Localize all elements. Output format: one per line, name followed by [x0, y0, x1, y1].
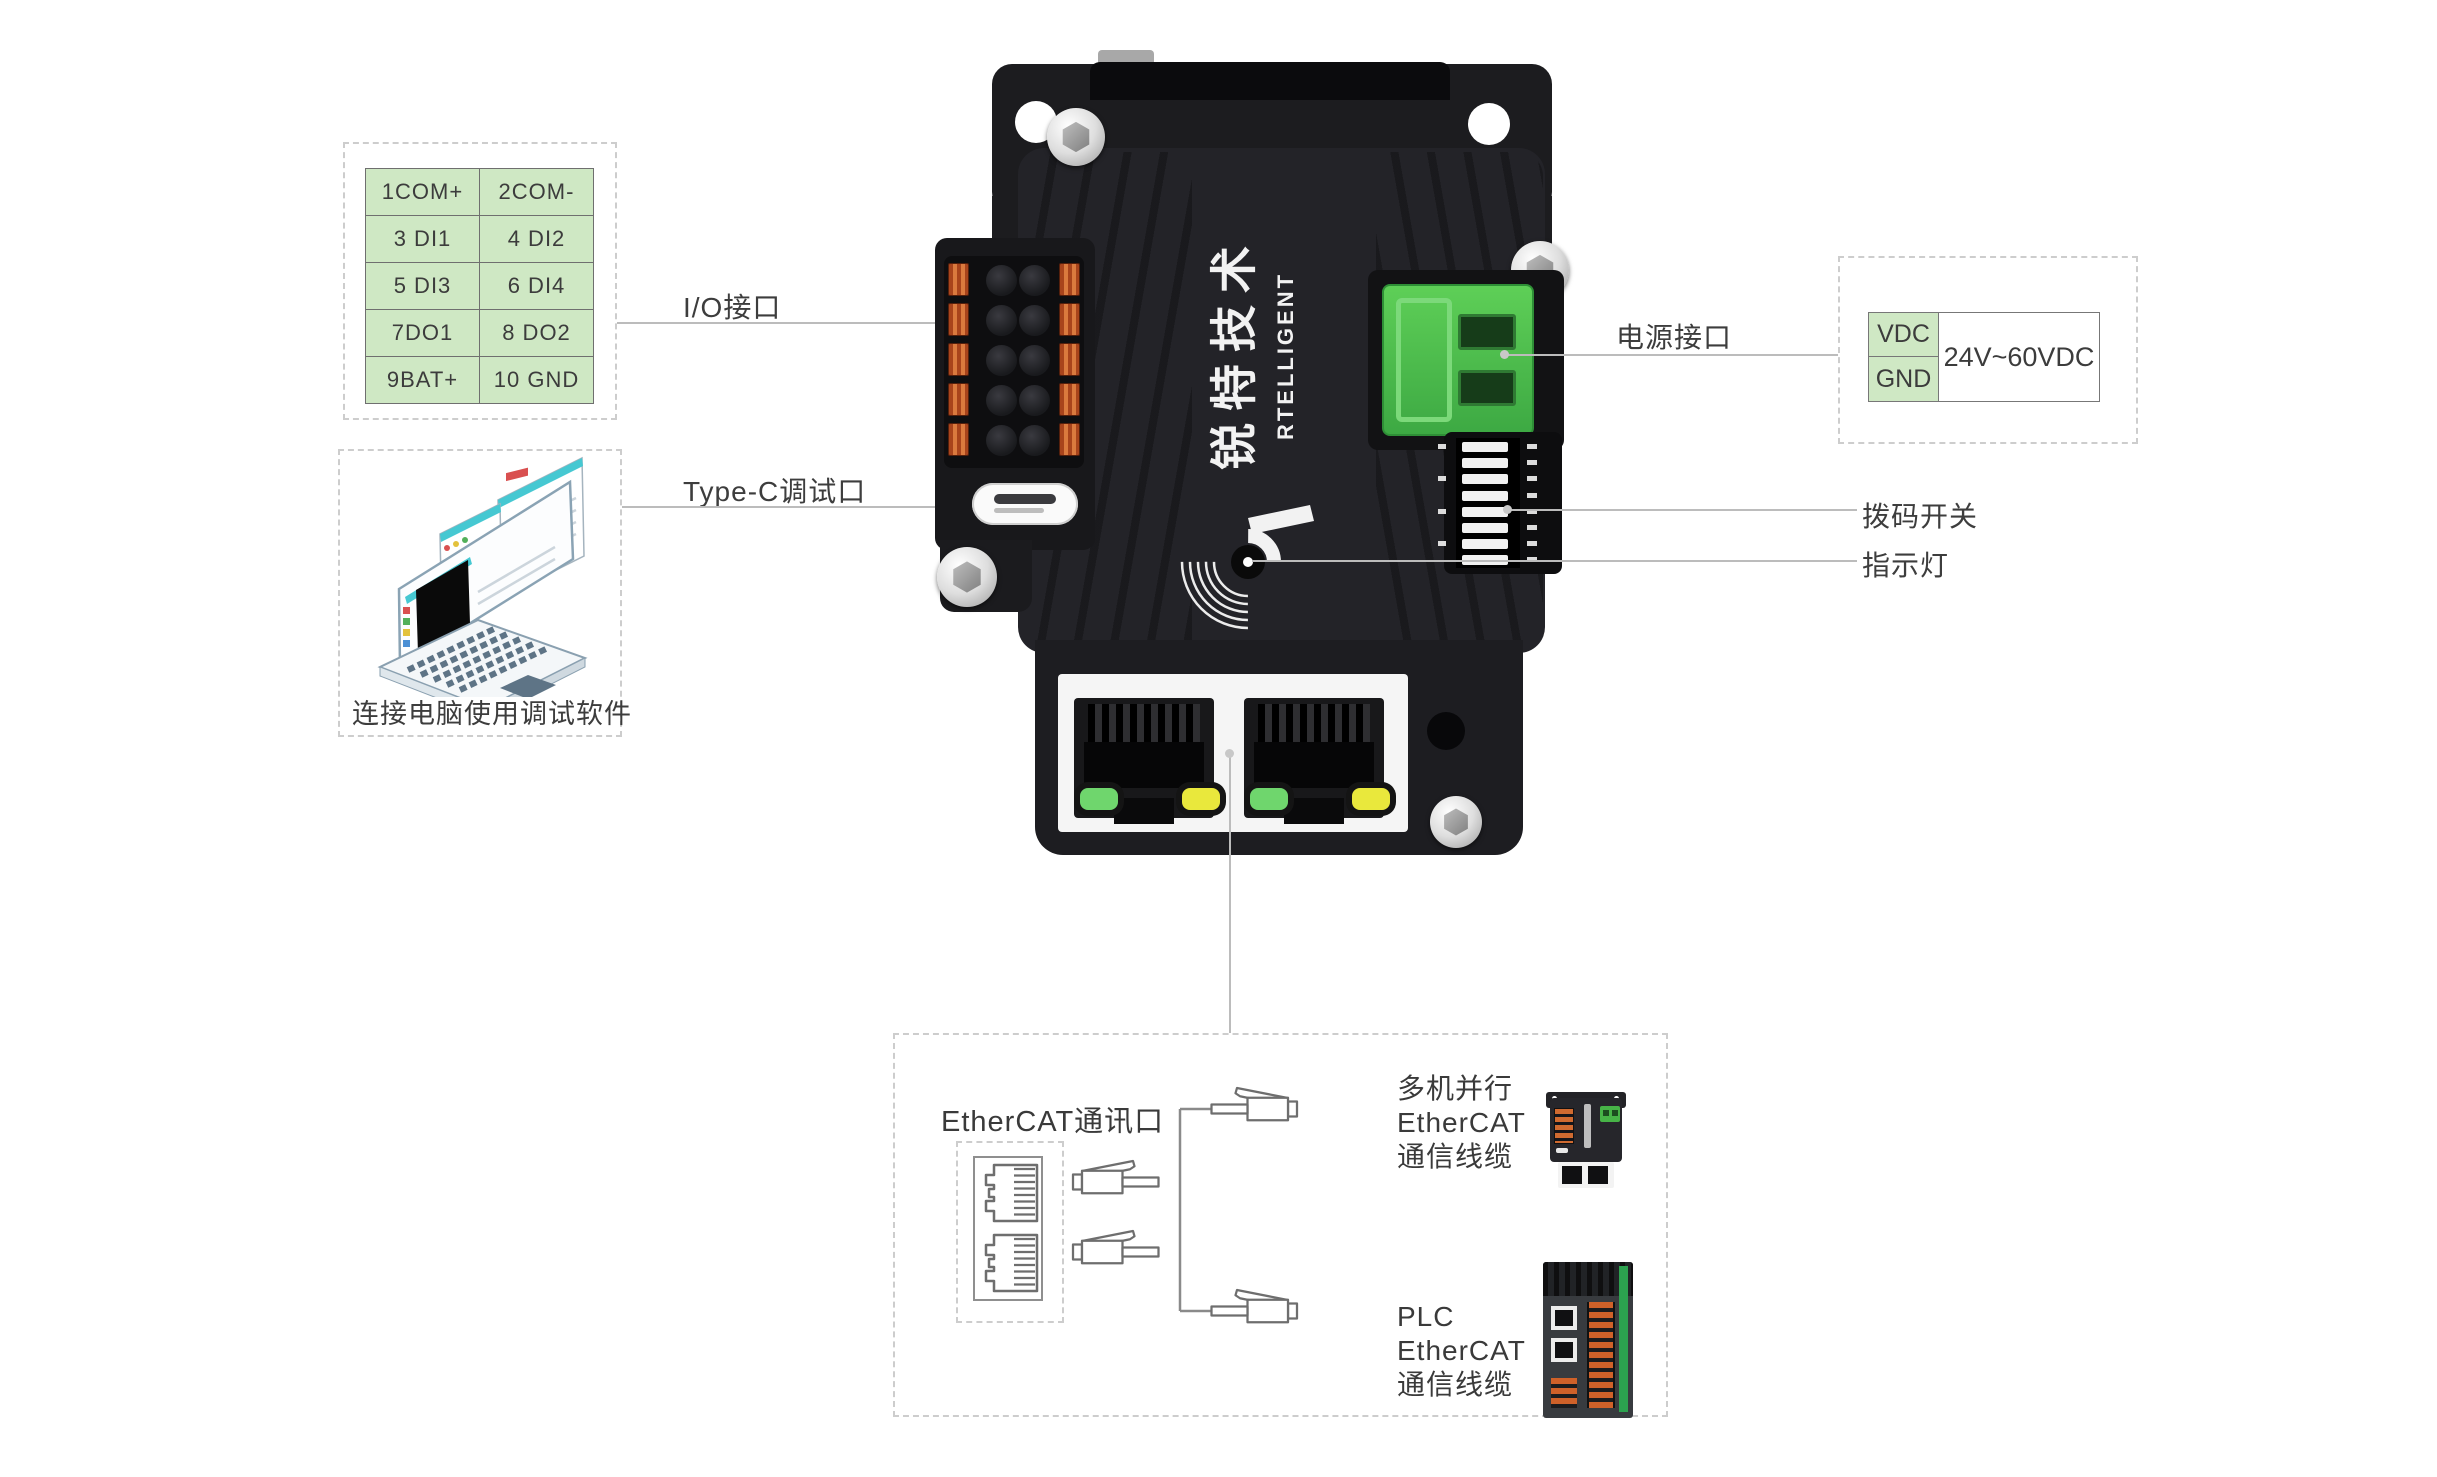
- typec-label: Type-C调试口: [683, 476, 867, 507]
- io-pin-table: 1COM+ 2COM- 3 DI1 4 DI2 5 DI3 6 DI4 7DO1…: [365, 168, 594, 404]
- brand-chinese: 锐特技术: [1207, 234, 1261, 470]
- io-socket: [986, 345, 1017, 376]
- laptop-illustration: [377, 456, 588, 697]
- io-pin-cell: 2COM-: [480, 169, 593, 215]
- io-socket: [986, 305, 1017, 336]
- laptop-caption: 连接电脑使用调试软件: [352, 699, 632, 729]
- io-socket: [1019, 345, 1050, 376]
- hex-screw-top-left: [1047, 108, 1105, 166]
- dip-paddle: [1462, 458, 1508, 468]
- io-clip: [948, 263, 969, 296]
- io-pin-cell: 10 GND: [480, 357, 593, 403]
- io-clip: [948, 423, 969, 456]
- io-port-label: I/O接口: [683, 292, 782, 323]
- io-clip: [1059, 423, 1080, 456]
- indicator-label: 指示灯: [1862, 550, 1950, 581]
- ethercat-leader-line: [1229, 753, 1231, 1033]
- io-socket: [1019, 425, 1050, 456]
- power-dot: [1500, 350, 1509, 359]
- multi-drive-cable-label: 多机并行 EtherCAT 通信线缆: [1397, 1073, 1526, 1172]
- hex-screw-bottom-right: [1430, 796, 1482, 848]
- device-top-bevel: [1090, 62, 1450, 100]
- dip-switch-label: 拨码开关: [1862, 501, 1979, 532]
- power-voltage-range: 24V~60VDC: [1943, 341, 2095, 372]
- plc-thumbnail: [1543, 1262, 1633, 1418]
- io-socket: [1019, 385, 1050, 416]
- mini-drive-thumbnail: [1544, 1086, 1630, 1196]
- power-spec-table: VDC GND 24V~60VDC: [1868, 312, 2100, 402]
- brand-logo: [1180, 494, 1316, 630]
- dip-line: [1508, 509, 1857, 511]
- io-socket: [1019, 265, 1050, 296]
- rj45-1-led-green: [1080, 788, 1118, 810]
- io-clip: [948, 343, 969, 376]
- power-pin-vdc: VDC: [1869, 313, 1939, 357]
- mount-hole-top-right: [1468, 103, 1510, 145]
- hex-screw-bottom-left: [937, 547, 997, 607]
- io-clip: [1059, 343, 1080, 376]
- io-pin-cell: 4 DI2: [480, 216, 593, 262]
- plc-cable-label: PLC EtherCAT 通信线缆: [1397, 1301, 1526, 1400]
- dip-paddle: [1462, 523, 1508, 533]
- io-pin-cell: 9BAT+: [366, 357, 479, 403]
- dip-paddle: [1462, 442, 1508, 452]
- rj45-1-led-yellow: [1182, 788, 1220, 810]
- io-port-line: [617, 322, 974, 324]
- dip-paddle: [1462, 539, 1508, 549]
- io-pin-cell: 8 DO2: [480, 310, 593, 356]
- io-clip: [948, 303, 969, 336]
- io-socket: [1019, 305, 1050, 336]
- ethercat-title: EtherCAT通讯口: [941, 1106, 1165, 1138]
- io-clip: [948, 383, 969, 416]
- dip-paddle: [1462, 474, 1508, 484]
- io-pin-cell: 1COM+: [366, 169, 479, 215]
- io-clip: [1059, 303, 1080, 336]
- typec-slot: [994, 494, 1056, 504]
- power-line: [1505, 354, 1838, 356]
- ethercat-wiring-art: [984, 1086, 1299, 1324]
- power-terminal-gnd: [1458, 370, 1516, 406]
- rj45-2-led-green: [1250, 788, 1288, 810]
- dip-dot: [1503, 505, 1512, 514]
- led-line: [1252, 560, 1857, 562]
- power-terminal-vdc: [1458, 314, 1516, 350]
- ethercat-dot: [1225, 749, 1234, 758]
- bottom-hole: [1427, 712, 1465, 750]
- io-pin-cell: 6 DI4: [480, 263, 593, 309]
- io-socket: [986, 385, 1017, 416]
- io-pin-cell: 3 DI1: [366, 216, 479, 262]
- power-connector-plate: [1396, 298, 1452, 422]
- io-pin-cell: 5 DI3: [366, 263, 479, 309]
- brand-english: RTELLIGENT: [1273, 271, 1298, 441]
- dip-paddle: [1462, 507, 1508, 517]
- typec-line: [622, 506, 974, 508]
- power-port-label: 电源接口: [1616, 322, 1733, 353]
- typec-slot-2: [994, 508, 1044, 513]
- io-clip: [1059, 383, 1080, 416]
- rj45-2-led-yellow: [1352, 788, 1390, 810]
- typec-port: [972, 483, 1078, 525]
- io-socket: [986, 425, 1017, 456]
- dip-paddle: [1462, 491, 1508, 501]
- io-clip: [1059, 263, 1080, 296]
- io-pin-cell: 7DO1: [366, 310, 479, 356]
- power-pin-gnd: GND: [1869, 357, 1939, 401]
- io-socket: [986, 265, 1017, 296]
